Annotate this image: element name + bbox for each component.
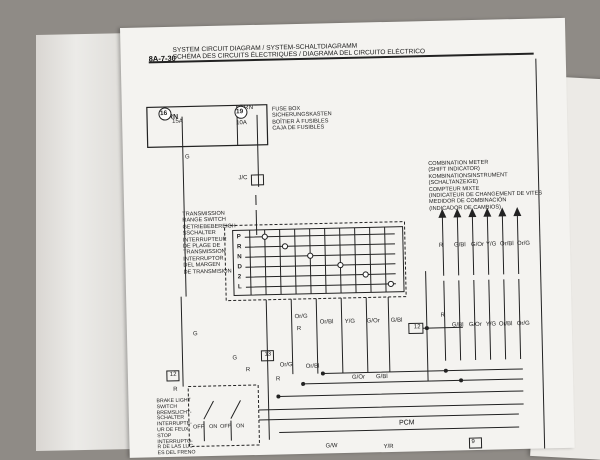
transmission-range-switch-label: TRANSMISSION RANGE SWITCH GETRIEBEBEREIC… [182,210,236,276]
switch-state-off-2: OFF [220,423,232,430]
wire-or-g-lower: Or/G [279,362,293,369]
wire-r-bottom: R [275,376,281,383]
junction-connector-label: J/C [238,175,248,182]
wire-g-bl: G/Bl [390,317,403,324]
lower-wire-y-g: Y/G [485,321,497,328]
lower-wire-g-or: G/Or [468,321,482,329]
connector-13: 13 [264,351,272,358]
wire-g-w: G/W [325,443,338,450]
combination-meter-label: COMBINATION METER (SHIFT INDICATOR) KOMB… [428,159,543,212]
meter-wire-r: R [438,242,444,249]
wire-g-bl-lower: G/Bl [375,374,388,381]
meter-wire-g-bl: G/Bl [453,242,466,249]
fuse-box-label: FUSE BOX SICHERUNGSKASTEN BOÎTIER À FUSI… [271,105,332,132]
connector-12-left: 12 [169,371,177,378]
wire-g-bottom: G [232,355,238,362]
fuse-19-number: 19 [235,108,244,116]
wire-g-or-lower: G/Or [351,374,366,381]
fuse-16-number: 16 [159,109,168,118]
connector-9: 9 [471,439,475,446]
wire-g-top: G [184,154,190,161]
wire-or-bl-lower: Or/Bl [305,363,320,370]
switch-state-on-2: ON [236,423,245,430]
brake-light-switch-label: BRAKE LIGHT SWITCH BREMSLICHT- SCHALTER … [156,397,196,457]
meter-wire-g-or: G/Or [470,241,485,249]
photo-scene: 8A-7-30 SYSTEM CIRCUIT DIAGRAM / SYSTEM-… [36,17,600,460]
wire-g-mid: G [192,331,198,338]
wiring-diagram [146,58,546,449]
wire-y-r: Y/R [383,443,394,451]
lower-wire-or-g: Or/G [516,320,530,328]
wire-y-g: Y/G [344,318,356,325]
wire-r: R [296,325,302,333]
wire-r-center: R [245,367,251,374]
wire-or-g: Or/G [294,313,308,321]
lower-wire-or-bl: Or/Bl [498,321,513,328]
meter-wire-or-bl: Or/Bl [499,241,514,248]
switch-state-off-1: OFF [193,424,205,431]
switch-state-on-1: ON [209,423,218,431]
wire-r-left: R [173,386,178,393]
lower-wire-g-bl: G/Bl [451,322,464,329]
manual-page: 8A-7-30 SYSTEM CIRCUIT DIAGRAM / SYSTEM-… [120,17,575,458]
meter-wire-or-g: Or/G [516,240,531,248]
meter-wire-y-g: Y/G [485,241,497,248]
wire-g-or: G/Or [366,318,380,325]
fuse-19-rating: 10A [236,120,247,127]
lower-wire-r: R [440,312,446,319]
wire-or-bl: Or/Bl [319,319,334,326]
pcm-label: PCM [398,419,415,427]
connector-12-right: 12 [413,324,421,331]
